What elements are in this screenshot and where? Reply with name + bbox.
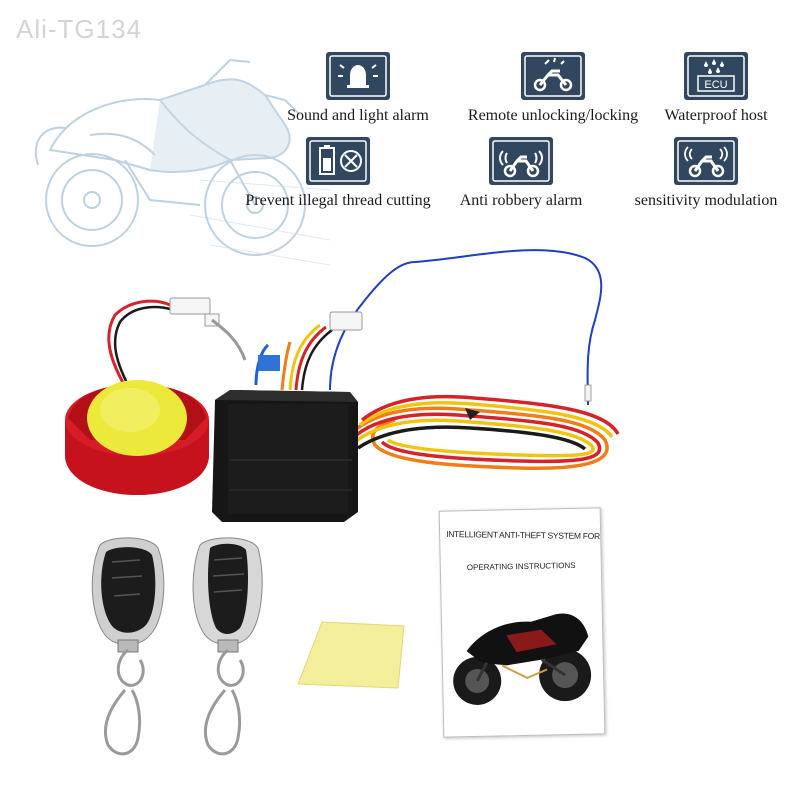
watermark: Ali-TG134 <box>16 14 143 44</box>
siren-connector <box>169 297 211 315</box>
keyring-1 <box>103 648 145 756</box>
motorcycle-alarm-icon <box>489 137 553 185</box>
white-connector <box>329 311 363 331</box>
motorcycle-sketch-background <box>34 58 330 266</box>
siren <box>65 380 209 495</box>
remote-black <box>91 537 165 756</box>
manual-subtitle: OPERATING INSTRUCTIONS <box>466 560 576 573</box>
wire-harness-coil <box>353 394 620 470</box>
motorcycle-sensitivity-icon <box>674 137 738 185</box>
feature-remote-unlocking: Remote unlocking/locking <box>458 52 648 125</box>
manual-title: INTELLIGENT ANTI-THEFT SYSTEM FOR MOTORC… <box>446 528 606 542</box>
adhesive-pad <box>297 621 405 689</box>
feature-anti-robbery-alarm: Anti robbery alarm <box>426 137 616 210</box>
antenna-wire <box>329 249 603 406</box>
battery-cut-icon <box>306 137 370 185</box>
siren-wire-black <box>113 305 171 396</box>
blue-connector <box>258 355 280 371</box>
feature-sound-light-alarm: Sound and light alarm <box>263 52 453 125</box>
ecu-icon-text: ECU <box>704 79 727 91</box>
motorcycle-signal-icon <box>521 52 585 100</box>
feature-sensitivity-modulation: sensitivity modulation <box>611 137 800 210</box>
instruction-manual: INTELLIGENT ANTI-THEFT SYSTEM FOR MOTORC… <box>438 507 606 738</box>
siren-wire-red <box>107 299 171 396</box>
bell-icon <box>326 52 390 100</box>
keyring-2 <box>203 648 245 756</box>
remote-silver <box>192 537 263 756</box>
antenna-tip <box>584 384 592 402</box>
feature-waterproof-host: ECU Waterproof host <box>621 52 800 125</box>
manual-motorcycle-photo <box>453 613 592 705</box>
feature-prevent-thread-cutting: Prevent illegal thread cutting <box>243 137 433 210</box>
ecu-waterproof-icon: ECU <box>684 52 748 100</box>
control-box <box>212 390 358 522</box>
